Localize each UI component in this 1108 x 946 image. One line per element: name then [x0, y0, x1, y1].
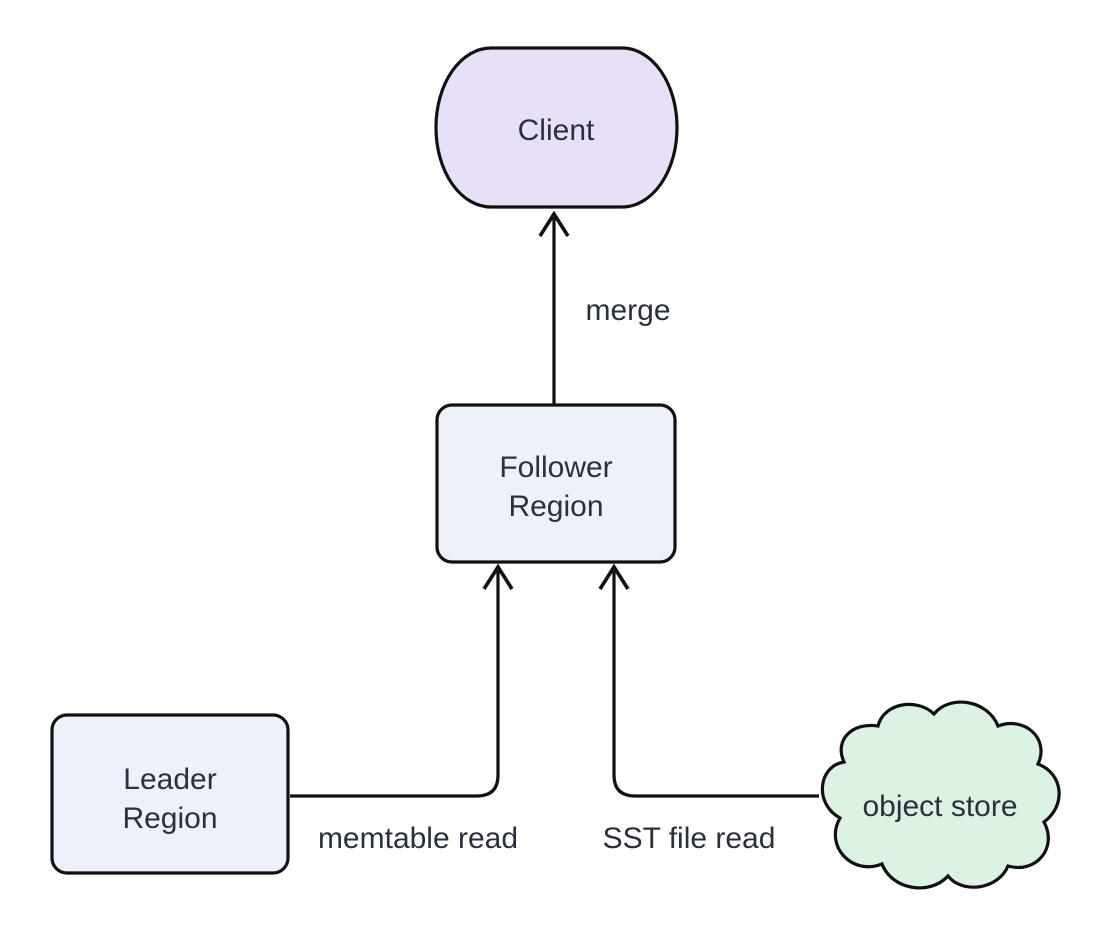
edge-label-merge: merge: [585, 294, 670, 327]
leader-region-shape: [50, 713, 290, 875]
follower-region-shape: [435, 403, 677, 564]
object-store-label: object store: [862, 790, 1017, 823]
node-object-store: object store: [820, 700, 1061, 890]
node-client: Client: [434, 46, 679, 209]
cloud-icon: [820, 700, 1061, 890]
arrowhead-up-icon: [482, 563, 514, 590]
node-leader-region: Leader Region: [50, 713, 290, 875]
edge-memtable-read: memtable read: [290, 563, 518, 855]
leader-region-label-line1: Leader: [123, 763, 216, 796]
edge-sst-file-read-line: [612, 571, 819, 798]
follower-region-label-line1: Follower: [499, 451, 612, 484]
client-label: Client: [518, 114, 595, 147]
edge-merge: merge: [538, 210, 671, 404]
node-follower-region: Follower Region: [435, 403, 677, 564]
follower-region-label-line2: Region: [508, 490, 603, 523]
edge-sst-file-read: SST file read: [598, 563, 819, 855]
edge-label-sst-file-read: SST file read: [603, 822, 776, 855]
leader-region-label-line2: Region: [122, 802, 217, 835]
arrowhead-up-icon: [598, 563, 630, 590]
client-shape: [434, 46, 679, 209]
arrowhead-up-icon: [538, 210, 570, 237]
edge-label-memtable-read: memtable read: [318, 822, 518, 855]
edge-memtable-read-line: [290, 571, 500, 798]
